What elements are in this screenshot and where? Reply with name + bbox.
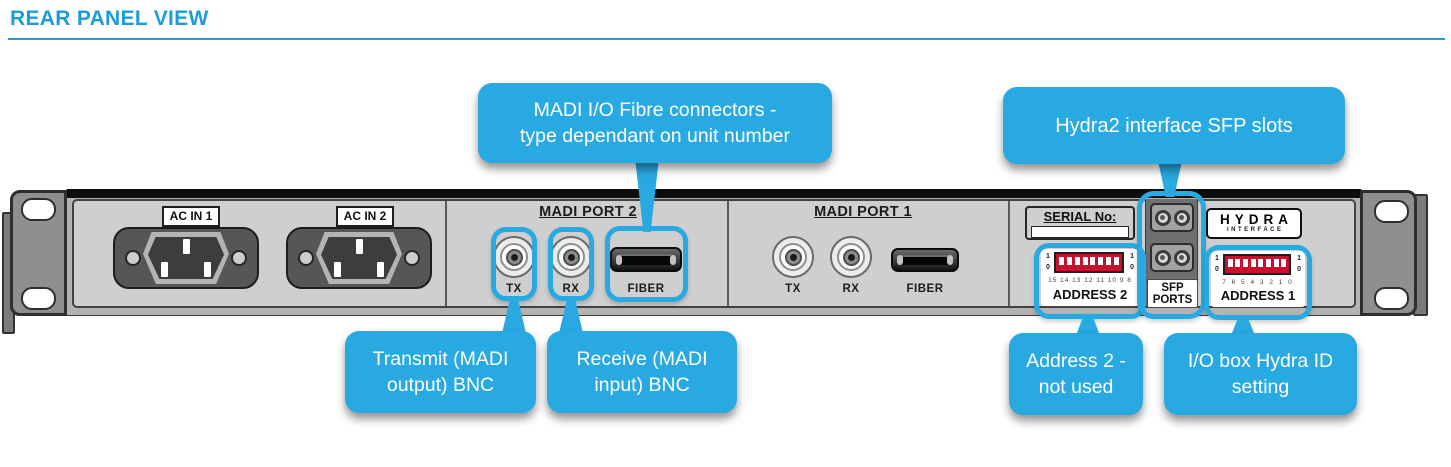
lc-port [1154,209,1171,226]
ac-inlet-2 [286,227,432,289]
screw-hole [1374,287,1409,310]
address-2-label: ADDRESS 2 [1052,287,1128,302]
screw-hole [298,250,314,266]
title-rule [8,38,1445,40]
ac-inlet-1 [113,227,259,289]
hydra-interface-logo: HYDRA INTERFACE [1206,208,1302,239]
sfp-label-line1: SFP [1161,281,1184,294]
address-2-plate: 1 0 1 0 15 14 13 12 11 10 9 8 ADDRESS 2 [1041,249,1139,306]
address-1-dip-switch [1223,254,1291,275]
fiber-end-cap [947,255,953,265]
screw-hole [404,250,420,266]
section-divider [445,201,447,306]
address-2-dip-switch [1054,252,1124,273]
serial-number-field [1031,226,1129,238]
serial-number-label: SERIAL No: [1043,209,1117,224]
right-rack-ear [1360,190,1417,316]
address-1-bit-numbers: 7 6 5 4 3 2 1 0 [1222,279,1294,286]
tx-label-port1: TX [785,283,801,295]
fiber-slot [618,254,674,265]
line-pin [161,262,168,277]
left-rack-ear [10,190,67,316]
fiber-end-cap [616,254,622,265]
callout-text: Receive (MADI [576,348,708,370]
highlight-sfp-ports [1137,191,1206,319]
fiber-label-port2: FIBER [627,283,665,295]
highlight-fiber-connector [605,226,688,302]
fiber-connector-port2 [610,247,682,272]
screw-hole [21,198,56,221]
lc-port [1173,209,1190,226]
callout-transmit-bnc: Transmit (MADI output) BNC [345,331,536,413]
lc-port [1173,249,1190,266]
highlight-rx-bnc [548,227,594,301]
screw-hole [1374,200,1409,223]
earth-pin [355,239,363,254]
sfp-cage-2 [1150,243,1194,272]
rx-label-port1: RX [842,283,860,295]
fiber-slot [899,255,951,265]
tx-label-port2: TX [506,283,522,295]
neutral-pin [204,262,211,277]
madi-port-2-title: MADI PORT 2 [539,204,637,220]
callout-text: Address 2 - [1026,350,1126,372]
neutral-pin [377,262,384,277]
address-1-label: ADDRESS 1 [1220,288,1296,303]
callout-text: setting [1231,376,1290,398]
fiber-label-port1: FIBER [906,283,944,295]
sfp-label-line2: PORTS [1152,293,1193,306]
hydra-logo-word: HYDRA [1219,212,1293,227]
dip-off-mark: 0 [1130,264,1134,271]
dip-off-mark: 0 [1215,266,1219,273]
callout-receive-bnc: Receive (MADI input) BNC [547,331,737,413]
highlight-address-2 [1034,243,1146,319]
callout-hydra-id: I/O box Hydra ID setting [1164,333,1357,415]
dip-off-mark: 0 [1297,266,1301,273]
callout-text: input) BNC [594,374,690,396]
callout-text: not used [1038,376,1114,398]
callout-sfp-slots: Hydra2 interface SFP slots [1003,87,1345,164]
highlight-address-1 [1204,245,1312,320]
callout-text: output) BNC [386,374,495,396]
highlight-tx-bnc [491,227,537,301]
fiber-connector-port1 [891,248,959,272]
screw-hole [21,287,56,310]
c14-socket [316,232,402,284]
bnc-tx-port1 [772,236,814,278]
c14-socket [143,232,229,284]
dip-off-mark: 0 [1046,264,1050,271]
screw-hole [231,250,247,266]
callout-text: Transmit (MADI [372,348,509,370]
callout-text: type dependant on unit number [520,125,790,147]
bnc-rx-port1 [830,236,872,278]
sfp-cage-1 [1150,203,1194,232]
ac-in-2-label: AC IN 2 [336,206,394,227]
rx-label-port2: RX [562,283,580,295]
section-divider [727,201,729,306]
serial-number-box: SERIAL No: [1025,206,1135,240]
earth-pin [182,239,190,254]
line-pin [334,262,341,277]
ac-in-1-label: AC IN 1 [162,206,220,227]
address-2-bit-numbers: 15 14 13 12 11 10 9 8 [1048,277,1132,284]
callout-text: Hydra2 interface SFP slots [1055,114,1293,137]
callout-address-2: Address 2 - not used [1009,333,1143,415]
chassis-top-edge [66,189,1362,198]
hydra-logo-subword: INTERFACE [1226,227,1284,233]
fiber-end-cap [670,254,676,265]
address-1-plate: 1 0 1 0 7 6 5 4 3 2 1 0 ADDRESS 1 [1211,251,1305,307]
callout-text: I/O box Hydra ID [1187,350,1334,372]
screw-hole [125,250,141,266]
callout-fibre-connectors: MADI I/O Fibre connectors - type dependa… [478,83,832,163]
section-divider [1008,201,1010,306]
page-title: REAR PANEL VIEW [10,7,209,30]
fiber-end-cap [897,255,903,265]
madi-port-1-title: MADI PORT 1 [814,204,912,220]
lc-port [1154,249,1171,266]
callout-text: MADI I/O Fibre connectors - [533,99,777,121]
